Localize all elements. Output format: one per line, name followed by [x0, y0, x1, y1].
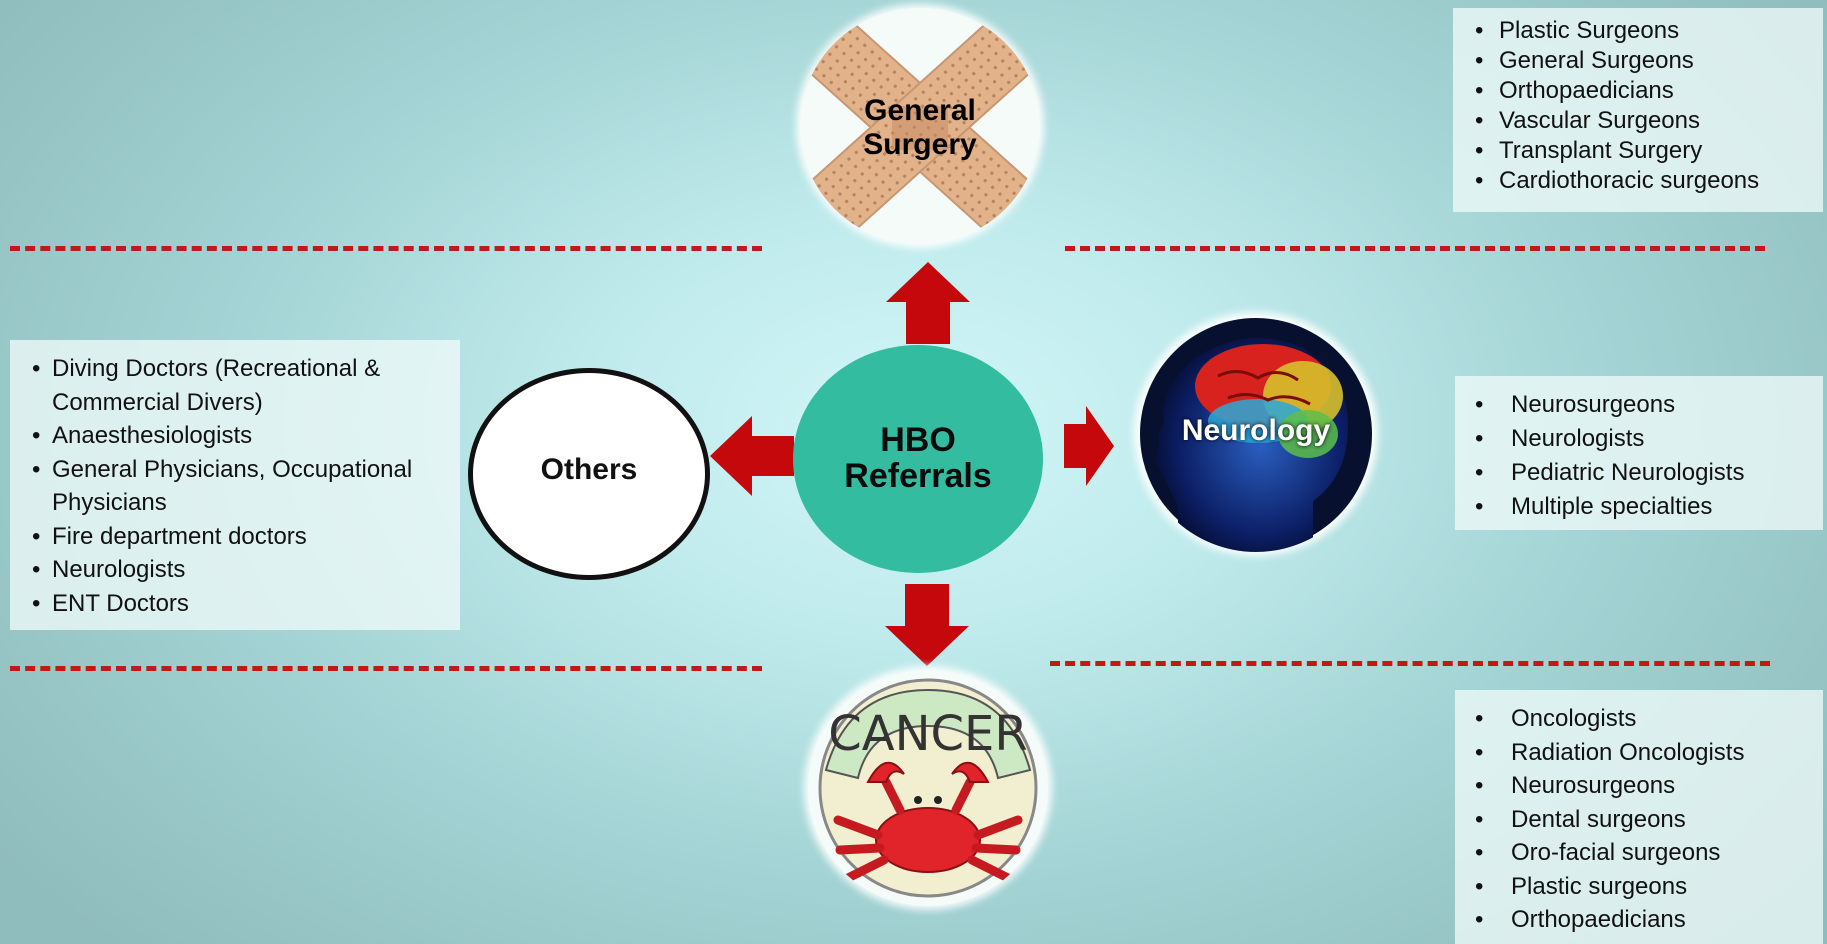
arrow-down-icon	[885, 584, 969, 666]
list-item: •Plastic Surgeons	[1475, 17, 1680, 44]
general-surgery-label-line2: Surgery	[863, 128, 977, 161]
divider-top-right	[1065, 246, 1765, 251]
general-surgery-label-line1: General	[864, 94, 976, 127]
crab-icon: CANCER	[818, 678, 1038, 898]
list-item: •Oncologists	[1475, 705, 1637, 732]
center-circle: HBO Referrals	[793, 345, 1043, 573]
list-item: •Cardiothoracic surgeons	[1475, 167, 1760, 194]
list-item: •Pediatric Neurologists	[1475, 459, 1745, 486]
list-item: •Neurosurgeons	[1475, 772, 1676, 799]
bandage-cross-icon	[800, 15, 1040, 238]
list-item: •Neurosurgeons	[1475, 391, 1676, 418]
cancer-circle: CANCER	[808, 670, 1048, 906]
list-item: •Anaesthesiologists	[32, 422, 253, 449]
list-item: •Transplant Surgery	[1475, 137, 1703, 164]
others-list: •Diving Doctors (Recreational & Commerci…	[10, 340, 460, 630]
divider-top-left	[10, 246, 762, 251]
list-item: •Dental surgeons	[1475, 805, 1686, 833]
center-label-line2: Referrals	[844, 457, 992, 495]
cancer-list: •Oncologists •Radiation Oncologists •Neu…	[1455, 690, 1823, 944]
neurology-list: •Neurosurgeons •Neurologists •Pediatric …	[1455, 376, 1823, 530]
divider-bottom-left	[10, 666, 762, 671]
neurology-circle: Neurology	[1138, 316, 1374, 552]
list-item: •General Physicians, Occupational Physic…	[32, 455, 413, 517]
list-item: •General Surgeons	[1475, 47, 1694, 74]
neurology-label: Neurology	[1181, 414, 1331, 447]
general-surgery-circle: General Surgery	[800, 8, 1040, 244]
brain-head-icon	[1140, 318, 1372, 552]
cancer-label: CANCER	[828, 706, 1027, 762]
general-surgery-list: •Plastic Surgeons •General Surgeons •Ort…	[1453, 8, 1823, 212]
arrow-right-icon	[1064, 406, 1114, 486]
list-item: •Radiation Oncologists	[1475, 738, 1745, 766]
list-item: •Fire department doctors	[32, 522, 307, 550]
list-item: •Vascular Surgeons	[1475, 107, 1700, 134]
arrow-up-icon	[886, 262, 970, 344]
list-item: •Neurologists	[1475, 425, 1645, 452]
list-item: •Orthopaedicians	[1475, 77, 1674, 104]
arrow-left-icon	[710, 416, 794, 496]
list-item: •Orthopaedicians	[1475, 906, 1686, 933]
list-item: •Oro-facial surgeons	[1475, 839, 1721, 866]
center-label-line1: HBO	[880, 421, 956, 459]
others-label: Others	[540, 453, 638, 486]
others-circle: Others	[468, 368, 710, 580]
list-item: •Plastic surgeons	[1475, 872, 1688, 900]
divider-bottom-right	[1050, 661, 1770, 666]
list-item: •Neurologists	[32, 556, 186, 583]
list-item: •Diving Doctors (Recreational & Commerci…	[32, 355, 381, 416]
list-item: •Multiple specialties	[1475, 493, 1713, 520]
list-item: •ENT Doctors	[32, 589, 189, 617]
